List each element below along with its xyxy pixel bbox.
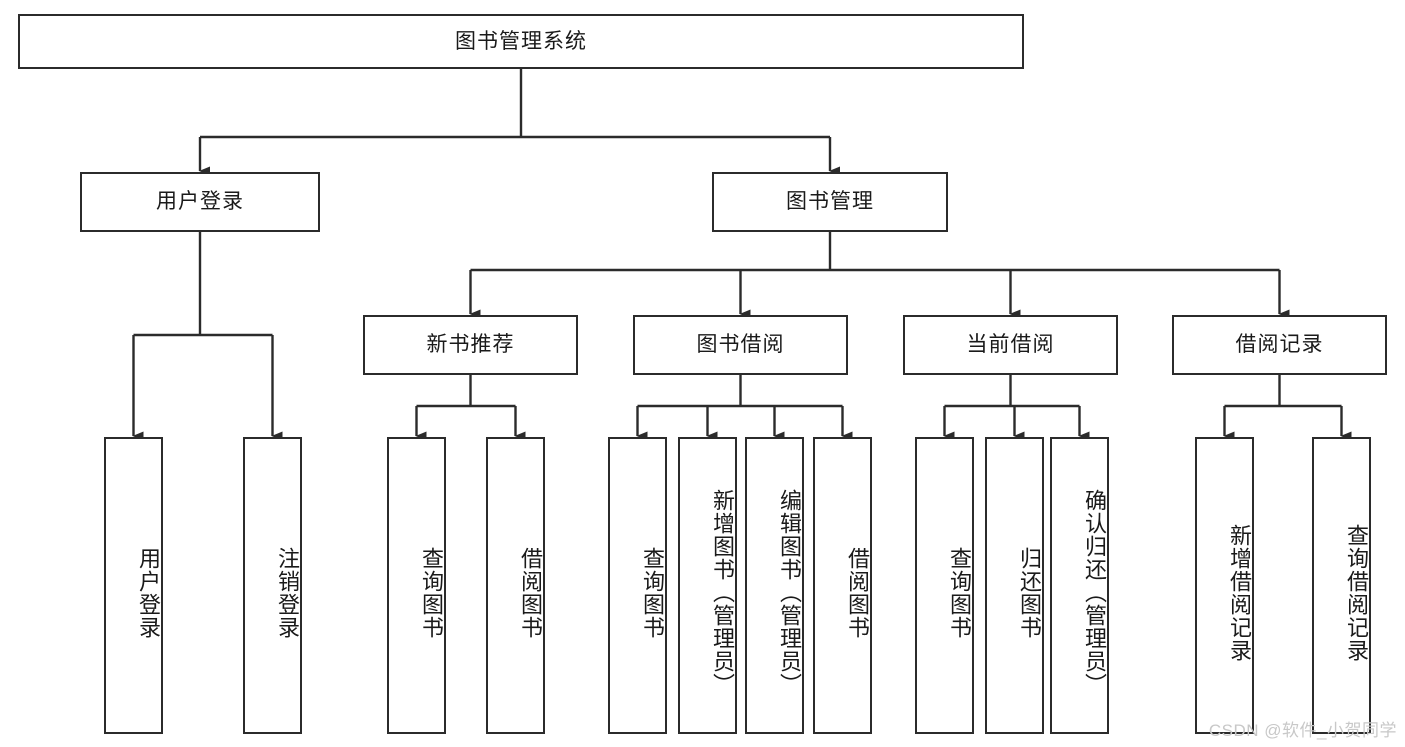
- node-label: 查询图书: [947, 546, 972, 639]
- node-leaf1[interactable]: 用户登录: [104, 437, 163, 734]
- node-label: 图书管理系统: [455, 29, 587, 53]
- node-l1b[interactable]: 图书管理: [712, 172, 948, 232]
- node-label: 归还图书: [1017, 546, 1042, 639]
- node-label: 新增图书（管理员）: [710, 489, 735, 696]
- node-label: 借阅图书: [518, 546, 543, 639]
- node-leaf7[interactable]: 编辑图书（管理员）: [745, 437, 804, 734]
- node-leaf5[interactable]: 查询图书: [608, 437, 667, 734]
- root-node[interactable]: 图书管理系统: [18, 14, 1024, 69]
- edge-paths: [132, 69, 1352, 441]
- node-label: 查询图书: [640, 546, 665, 639]
- node-l2d[interactable]: 借阅记录: [1172, 315, 1387, 375]
- node-label: 用户登录: [136, 546, 161, 639]
- node-leaf12[interactable]: 新增借阅记录: [1195, 437, 1254, 734]
- node-leaf10[interactable]: 归还图书: [985, 437, 1044, 734]
- node-leaf11[interactable]: 确认归还（管理员）: [1050, 437, 1109, 734]
- node-label: 用户登录: [156, 190, 244, 214]
- node-leaf4[interactable]: 借阅图书: [486, 437, 545, 734]
- node-l2b[interactable]: 图书借阅: [633, 315, 848, 375]
- node-l1a[interactable]: 用户登录: [80, 172, 320, 232]
- node-label: 图书借阅: [696, 333, 785, 357]
- node-label: 图书管理: [786, 190, 874, 214]
- node-label: 查询图书: [419, 546, 444, 639]
- node-leaf6[interactable]: 新增图书（管理员）: [678, 437, 737, 734]
- node-l2c[interactable]: 当前借阅: [903, 315, 1118, 375]
- node-label: 当前借阅: [966, 333, 1055, 357]
- node-l2a[interactable]: 新书推荐: [363, 315, 578, 375]
- node-label: 查询借阅记录: [1344, 523, 1369, 662]
- node-label: 确认归还（管理员）: [1082, 489, 1107, 696]
- node-leaf3[interactable]: 查询图书: [387, 437, 446, 734]
- node-label: 新书推荐: [426, 333, 515, 357]
- node-leaf9[interactable]: 查询图书: [915, 437, 974, 734]
- node-leaf13[interactable]: 查询借阅记录: [1312, 437, 1371, 734]
- node-label: 注销登录: [275, 546, 300, 639]
- node-label: 编辑图书（管理员）: [777, 489, 802, 696]
- node-label: 借阅记录: [1235, 333, 1324, 357]
- node-label: 借阅图书: [845, 546, 870, 639]
- node-leaf8[interactable]: 借阅图书: [813, 437, 872, 734]
- node-leaf2[interactable]: 注销登录: [243, 437, 302, 734]
- node-label: 新增借阅记录: [1227, 523, 1252, 662]
